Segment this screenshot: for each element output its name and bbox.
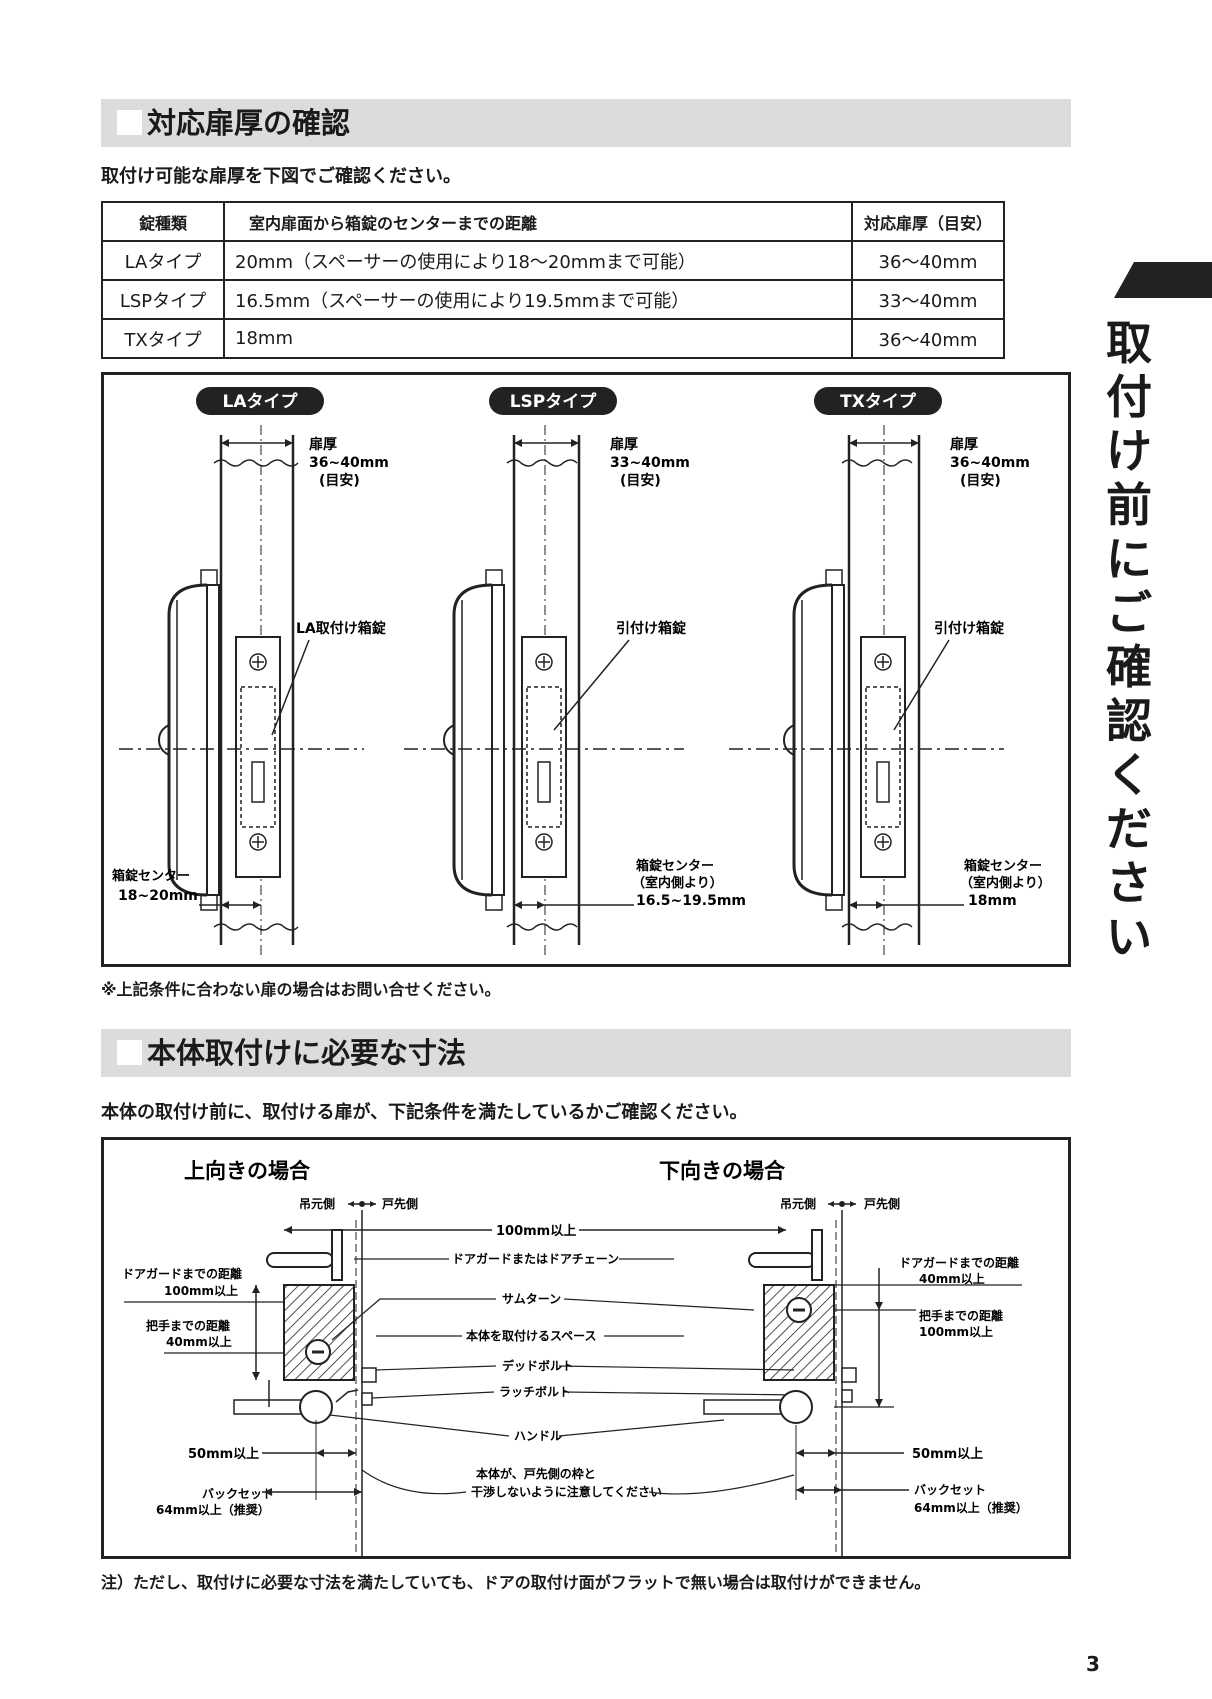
door-thickness-guide: (目安)	[620, 472, 661, 489]
hinge-side-label: 吊元側	[780, 1196, 816, 1211]
table-cell: LSPタイプ	[101, 279, 225, 320]
fifty-mm-label: 50mm以上	[188, 1447, 259, 1462]
type-label: LSPタイプ	[510, 391, 598, 412]
downward-diagram: 吊元側 戸先側 ドアガードまでの距離 40mm以上 把手までの距離 100mm以…	[703, 1196, 1028, 1556]
edge-side-label: 戸先側	[382, 1196, 418, 1211]
lock-label: 引付け箱錠	[616, 620, 687, 637]
table-header-cell: 対応扉厚（目安）	[851, 201, 1005, 242]
handle-distance-value: 100mm以上	[919, 1324, 993, 1339]
door-thickness-guide: (目安)	[319, 472, 360, 489]
type-label-pill	[196, 387, 324, 415]
section-header-dimensions: 本体取付けに必要な寸法	[101, 1029, 1071, 1077]
section-marker	[117, 110, 142, 135]
center-label: 箱錠センター	[636, 858, 714, 874]
hinge-side-label: 吊元側	[299, 1196, 335, 1211]
door-thickness-diagram: LAタイプ 扉厚 36~40mm (目安) LA取付け箱錠 箱錠センター 18~…	[112, 387, 1051, 955]
handle-distance-label: 把手までの距離	[919, 1308, 1003, 1323]
guard-distance-value: 40mm以上	[919, 1271, 985, 1286]
door-thickness-value: 36~40mm	[309, 455, 389, 471]
section-marker	[117, 1040, 142, 1065]
interfere-label-1: 本体が、戸先側の枠と	[476, 1466, 596, 1481]
side-tab-marker	[1114, 262, 1212, 298]
upward-title: 上向きの場合	[184, 1159, 311, 1183]
table-row: LAタイプ 20mm（スペーサーの使用により18～20mmまで可能） 36～40…	[101, 240, 1005, 281]
center-value: 16.5~19.5mm	[636, 893, 746, 909]
type-label-pill	[814, 387, 942, 415]
interfere-label-2: 干渉しないように注意してください	[471, 1484, 662, 1499]
table-cell: 18mm	[223, 318, 853, 359]
door-thickness-table: 錠種類 室内扉面から箱錠のセンターまでの距離 対応扉厚（目安） LAタイプ 20…	[101, 201, 1005, 359]
guard-distance-label: ドアガードまでの距離	[899, 1255, 1019, 1270]
door-thickness-label: 扉厚	[309, 436, 337, 453]
backset-value: 64mm以上（推奨）	[156, 1502, 270, 1517]
center-label: 箱錠センター	[112, 868, 190, 884]
table-header-cell: 錠種類	[101, 201, 225, 242]
guard-distance-value: 100mm以上	[164, 1283, 238, 1298]
lock-label: LA取付け箱錠	[296, 620, 387, 637]
section-lead: 取付け可能な扉厚を下図でご確認ください。	[101, 166, 461, 187]
type-label: TXタイプ	[840, 391, 917, 412]
backset-label: バックセット	[202, 1487, 274, 1501]
page-number: 3	[1086, 1652, 1100, 1676]
diagram-tx: TXタイプ 扉厚 36~40mm (目安) 引付け箱錠 箱錠センター （室内側よ…	[729, 387, 1051, 955]
latchbolt-label: ラッチボルト	[499, 1384, 571, 1399]
section-lead: 本体の取付け前に、取付ける扉が、下記条件を満たしているかご確認ください。	[101, 1102, 748, 1123]
section-title: 本体取付けに必要な寸法	[147, 1036, 467, 1070]
table-row: TXタイプ 18mm 36～40mm	[101, 318, 1005, 359]
lock-label: 引付け箱錠	[934, 620, 1005, 637]
guard-distance-label: ドアガードまでの距離	[122, 1266, 242, 1281]
section-note: ※上記条件に合わない扉の場合はお問い合せください。	[101, 980, 501, 999]
thumbturn-label: サムターン	[502, 1292, 561, 1306]
section-header-door-thickness: 対応扉厚の確認	[101, 99, 1071, 147]
space-label: 本体を取付けるスペース	[466, 1328, 597, 1343]
table-header-cell: 室内扉面から箱錠のセンターまでの距離	[223, 201, 853, 242]
backset-label: バックセット	[914, 1483, 986, 1497]
center-sub: （室内側より）	[632, 875, 723, 891]
handle-label: ハンドル	[514, 1429, 562, 1443]
table-cell: 36～40mm	[851, 240, 1005, 281]
diagram-la: LAタイプ 扉厚 36~40mm (目安) LA取付け箱錠 箱錠センター 18~…	[112, 387, 389, 955]
table-header-row: 錠種類 室内扉面から箱錠のセンターまでの距離 対応扉厚（目安）	[101, 201, 1005, 242]
fifty-mm-label: 50mm以上	[912, 1447, 983, 1462]
door-guard-label: ドアガードまたはドアチェーン	[452, 1251, 619, 1266]
type-label: LAタイプ	[223, 391, 299, 412]
door-thickness-label: 扉厚	[950, 436, 978, 453]
door-thickness-diagram-panel: LAタイプ 扉厚 36~40mm (目安) LA取付け箱錠 箱錠センター 18~…	[101, 372, 1071, 967]
door-thickness-value: 33~40mm	[610, 455, 690, 471]
deadbolt-label: デッドボルト	[502, 1358, 574, 1373]
width-label: 100mm以上	[496, 1224, 576, 1239]
type-label-pill	[489, 387, 617, 415]
center-value: 18~20mm	[118, 888, 198, 904]
center-label: 箱錠センター	[964, 858, 1042, 874]
diagram-lsp: LSPタイプ 扉厚 33~40mm (目安) 引付け箱錠 箱錠センター （室内側…	[404, 387, 746, 955]
table-cell: TXタイプ	[101, 318, 225, 359]
table-cell: 33～40mm	[851, 279, 1005, 320]
dimensions-diagram: 上向きの場合 下向きの場合 吊元側 戸先側 ドアガードまでの距離 100mm以上…	[122, 1159, 1028, 1556]
edge-side-label: 戸先側	[864, 1196, 900, 1211]
table-cell: LAタイプ	[101, 240, 225, 281]
dimensions-diagram-panel: 上向きの場合 下向きの場合 吊元側 戸先側 ドアガードまでの距離 100mm以上…	[101, 1137, 1071, 1559]
door-thickness-label: 扉厚	[610, 436, 638, 453]
section-title: 対応扉厚の確認	[147, 106, 351, 140]
table-cell: 16.5mm（スペーサーの使用により19.5mmまで可能）	[223, 279, 853, 320]
downward-title: 下向きの場合	[659, 1159, 786, 1183]
handle-distance-value: 40mm以上	[166, 1334, 232, 1349]
table-cell: 36～40mm	[851, 318, 1005, 359]
table-cell: 20mm（スペーサーの使用により18～20mmまで可能）	[223, 240, 853, 281]
upward-diagram: 吊元側 戸先側 ドアガードまでの距離 100mm以上 把手までの距離 40mm以…	[122, 1196, 418, 1556]
door-thickness-value: 36~40mm	[950, 455, 1030, 471]
handle-distance-label: 把手までの距離	[146, 1318, 230, 1333]
side-tab-title-text: 取付け前にご確認ください	[1106, 316, 1152, 964]
side-tab-title: 取付け前にご確認ください	[1099, 316, 1159, 964]
center-sub: （室内側より）	[960, 875, 1051, 891]
center-labels: 100mm以上 ドアガードまたはドアチェーン サムターン 本体を取付けるスペース…	[284, 1224, 800, 1499]
center-value: 18mm	[968, 893, 1017, 909]
section-note: 注）ただし、取付けに必要な寸法を満たしていても、ドアの取付け面がフラットで無い場…	[101, 1573, 931, 1592]
backset-value: 64mm以上（推奨）	[914, 1500, 1028, 1515]
door-thickness-guide: (目安)	[960, 472, 1001, 489]
table-row: LSPタイプ 16.5mm（スペーサーの使用により19.5mmまで可能） 33～…	[101, 279, 1005, 320]
